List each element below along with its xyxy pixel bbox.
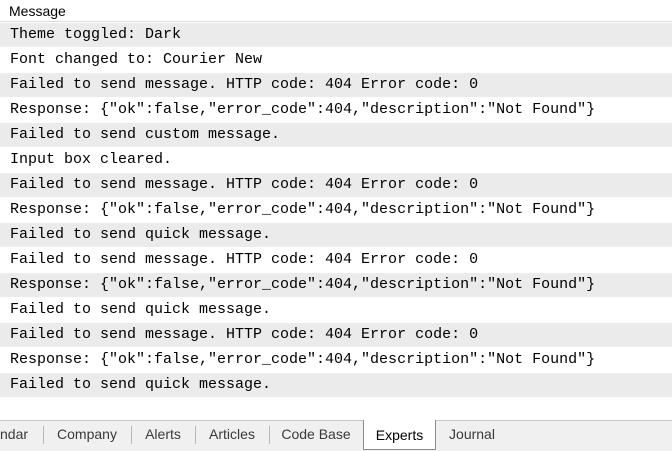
message-row[interactable]: Response: {"ok":false,"error_code":404,"… [0, 98, 672, 122]
message-row[interactable]: Failed to send quick message. [0, 223, 672, 247]
message-row[interactable]: Failed to send message. HTTP code: 404 E… [0, 73, 672, 97]
message-row[interactable]: Failed to send custom message. [0, 123, 672, 147]
tab-separator [195, 426, 196, 444]
tab-experts[interactable]: Experts [363, 420, 436, 450]
tab-journal[interactable]: Journal [449, 426, 495, 442]
column-header[interactable]: Message [0, 0, 672, 22]
message-row[interactable]: Failed to send quick message. [0, 298, 672, 322]
message-row[interactable]: Response: {"ok":false,"error_code":404,"… [0, 348, 672, 372]
tab-code-base[interactable]: Code Base [281, 426, 351, 442]
message-row[interactable]: Response: {"ok":false,"error_code":404,"… [0, 198, 672, 222]
message-row[interactable]: Failed to send quick message. [0, 373, 672, 397]
tab-articles[interactable]: Articles [209, 426, 255, 442]
tab-separator [43, 426, 44, 444]
message-list: Theme toggled: Dark Font changed to: Cou… [0, 23, 672, 398]
message-log-panel: Message Theme toggled: Dark Font changed… [0, 0, 672, 398]
message-row[interactable]: Font changed to: Courier New [0, 48, 672, 72]
message-row[interactable]: Response: {"ok":false,"error_code":404,"… [0, 273, 672, 297]
terminal-tab-bar: ndar Company Alerts Articles Code Base E… [0, 420, 672, 451]
message-column-title: Message [9, 3, 66, 19]
message-row[interactable]: Failed to send message. HTTP code: 404 E… [0, 173, 672, 197]
tab-calendar[interactable]: ndar [0, 426, 29, 442]
message-row[interactable]: Input box cleared. [0, 148, 672, 172]
message-row[interactable]: Failed to send message. HTTP code: 404 E… [0, 323, 672, 347]
message-row[interactable]: Failed to send message. HTTP code: 404 E… [0, 248, 672, 272]
tab-alerts[interactable]: Alerts [145, 426, 181, 442]
message-row[interactable]: Theme toggled: Dark [0, 23, 672, 47]
tab-separator [269, 426, 270, 444]
tab-company[interactable]: Company [57, 426, 117, 442]
tab-separator [131, 426, 132, 444]
